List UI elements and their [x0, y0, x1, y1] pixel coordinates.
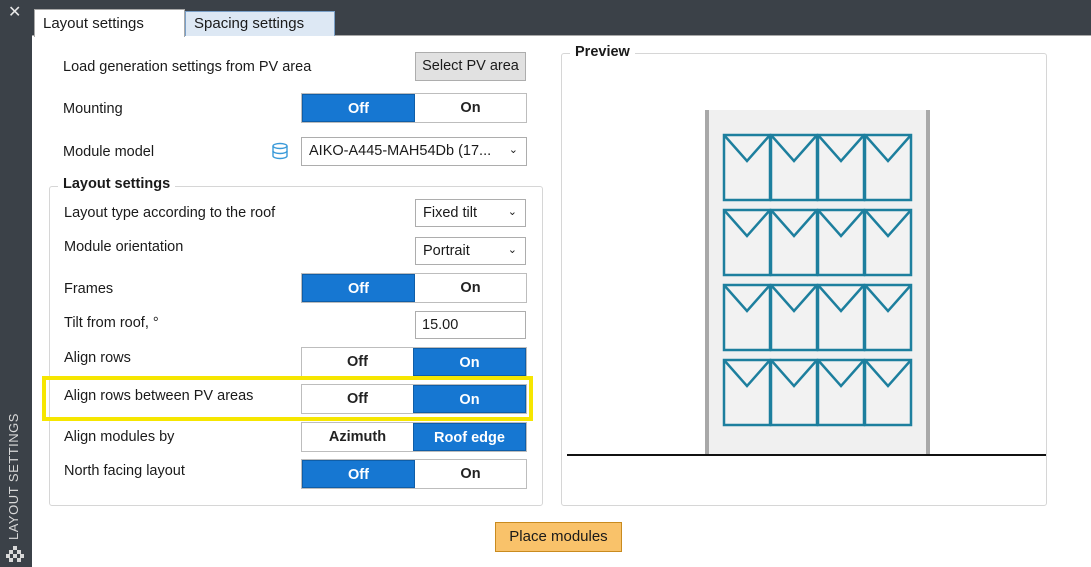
module-orientation-label: Module orientation — [64, 239, 184, 255]
preview-title: Preview — [570, 44, 635, 60]
select-pv-area-button[interactable]: Select PV area — [415, 52, 526, 81]
layout-type-select[interactable]: Fixed tilt ⌄ — [415, 199, 526, 227]
mounting-off-option[interactable]: Off — [302, 94, 415, 122]
database-icon[interactable] — [271, 142, 289, 160]
pv-module — [863, 358, 913, 427]
layout-settings-group — [49, 186, 543, 506]
align-modules-roof-edge-option[interactable]: Roof edge — [413, 423, 526, 451]
preview-frame — [561, 53, 1047, 506]
align-modules-azimuth-option[interactable]: Azimuth — [302, 423, 413, 451]
module-model-label: Module model — [63, 144, 155, 160]
pv-module — [769, 133, 819, 202]
layout-type-label: Layout type according to the roof — [64, 205, 276, 221]
pv-module — [722, 208, 772, 277]
tilt-label: Tilt from roof, ° — [64, 315, 159, 331]
grip-icon[interactable] — [6, 546, 24, 564]
pv-module — [816, 133, 866, 202]
align-rows-pv-toggle[interactable]: Off On — [301, 384, 527, 414]
north-facing-off-option[interactable]: Off — [302, 460, 415, 488]
align-modules-toggle[interactable]: Azimuth Roof edge — [301, 422, 527, 452]
mounting-label: Mounting — [63, 101, 123, 117]
frames-toggle[interactable]: Off On — [301, 273, 527, 303]
settings-panel: Layout settings Spacing settings Load ge… — [32, 8, 1091, 567]
chevron-down-icon: ⌄ — [507, 206, 517, 218]
pv-module — [769, 283, 819, 352]
side-strip: ✕ LAYOUT SETTINGS — [0, 0, 32, 567]
align-rows-on-option[interactable]: On — [413, 348, 526, 376]
align-rows-pv-on-option[interactable]: On — [413, 385, 526, 413]
pv-module — [863, 133, 913, 202]
pv-module — [769, 358, 819, 427]
chevron-down-icon: ⌄ — [507, 244, 517, 256]
frames-on-option[interactable]: On — [415, 274, 526, 302]
pv-module — [863, 208, 913, 277]
close-icon[interactable]: ✕ — [8, 4, 22, 21]
align-rows-pv-label: Align rows between PV areas — [64, 388, 254, 404]
north-facing-toggle[interactable]: Off On — [301, 459, 527, 489]
align-modules-label: Align modules by — [64, 429, 175, 445]
highlight-box — [42, 376, 533, 421]
mounting-toggle[interactable]: Off On — [301, 93, 527, 123]
load-settings-label: Load generation settings from PV area — [63, 59, 312, 75]
chevron-down-icon: ⌄ — [508, 144, 518, 156]
module-orientation-select[interactable]: Portrait ⌄ — [415, 237, 526, 265]
north-facing-on-option[interactable]: On — [415, 460, 526, 488]
roof-edge-right — [926, 110, 930, 454]
pv-module — [722, 133, 772, 202]
align-rows-pv-off-option[interactable]: Off — [302, 385, 413, 413]
align-rows-label: Align rows — [64, 350, 131, 366]
tilt-input[interactable]: 15.00 — [415, 311, 526, 339]
pv-module — [816, 358, 866, 427]
layout-settings-group-title: Layout settings — [58, 176, 176, 192]
tab-layout-settings[interactable]: Layout settings — [34, 9, 185, 37]
preview-canvas — [567, 110, 1046, 456]
align-rows-off-option[interactable]: Off — [302, 348, 413, 376]
frames-label: Frames — [64, 281, 114, 297]
mounting-on-option[interactable]: On — [415, 94, 526, 122]
tab-spacing-settings[interactable]: Spacing settings — [185, 11, 335, 36]
north-facing-label: North facing layout — [64, 463, 185, 479]
module-model-select[interactable]: AIKO-A445-MAH54Db (17... ⌄ — [301, 137, 527, 166]
pv-module — [863, 283, 913, 352]
roof-edge-left — [705, 110, 709, 454]
place-modules-button[interactable]: Place modules — [495, 522, 622, 552]
align-rows-toggle[interactable]: Off On — [301, 347, 527, 377]
pv-module — [722, 358, 772, 427]
pv-module — [722, 283, 772, 352]
pv-module — [769, 208, 819, 277]
panel-vertical-title: LAYOUT SETTINGS — [6, 413, 21, 540]
pv-module — [816, 208, 866, 277]
pv-module — [816, 283, 866, 352]
frames-off-option[interactable]: Off — [302, 274, 415, 302]
